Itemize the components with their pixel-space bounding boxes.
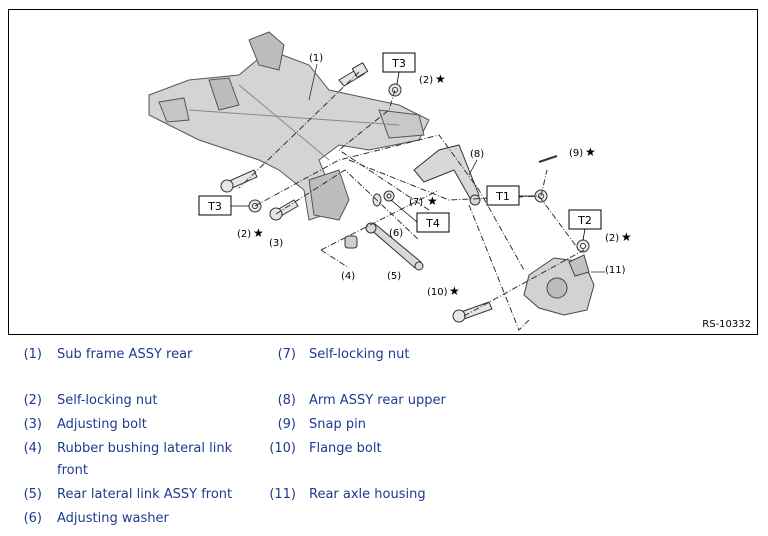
adjusting-bolt	[269, 199, 299, 221]
legend-number: (6)	[23, 511, 42, 526]
legend-number: (4)	[23, 441, 42, 456]
legend-text: Self-locking nut	[309, 347, 410, 362]
legend-text: Adjusting bolt	[57, 417, 147, 432]
sub-frame-assy-rear	[148, 31, 430, 221]
callout-6: (6)	[389, 228, 403, 239]
rubber-bushing	[344, 235, 358, 249]
assembly-lines	[238, 71, 585, 331]
torque-boxes	[198, 52, 602, 233]
callout-10: (10)	[427, 287, 448, 298]
legend-text: Self-locking nut	[57, 393, 158, 408]
star-icon: ★	[449, 284, 460, 298]
exploded-diagram: T3 T3 T1 T2 T4 (1) (2) (2) (2) (3) (4) (…	[8, 9, 758, 335]
legend-number: (8)	[277, 393, 296, 408]
torque-box-lines	[231, 71, 586, 241]
diagram-drawing: T3 T3 T1 T2 T4 (1) (2) (2) (2) (3) (4) (…	[148, 31, 632, 331]
callout-5: (5)	[387, 271, 401, 282]
star-icon: ★	[253, 226, 264, 240]
star-icon: ★	[621, 230, 632, 244]
callout-11: (11)	[605, 265, 626, 276]
legend-text: front	[57, 463, 88, 478]
legend-number: (5)	[23, 487, 42, 502]
nut-t2	[576, 239, 590, 253]
callout-3: (3)	[269, 238, 283, 249]
callout-2-top: (2)	[419, 75, 433, 86]
flange-bolt-left	[220, 169, 258, 193]
flange-bolt-10	[452, 301, 493, 323]
legend-number: (2)	[23, 393, 42, 408]
legend-text: Arm ASSY rear upper	[309, 393, 446, 408]
callout-1: (1)	[309, 53, 323, 64]
torque-label-t4: T4	[425, 217, 440, 230]
legend-number: (1)	[23, 347, 42, 362]
legend-text: Flange bolt	[309, 441, 382, 456]
legend-text: Rear lateral link ASSY front	[57, 487, 233, 502]
legend-number: (7)	[277, 347, 296, 362]
rear-axle-housing	[523, 254, 595, 316]
callout-4: (4)	[341, 271, 355, 282]
arm-assy-rear-upper	[413, 144, 481, 206]
legend-text: Sub frame ASSY rear	[57, 347, 193, 362]
legend-number: (9)	[277, 417, 296, 432]
legend-text: Adjusting washer	[57, 511, 169, 526]
legend-number: (10)	[269, 441, 296, 456]
bolt-top	[338, 61, 369, 87]
callout-8: (8)	[470, 149, 484, 160]
torque-label-t1: T1	[495, 190, 510, 203]
legend-number: (3)	[23, 417, 42, 432]
rear-lateral-link	[365, 222, 424, 271]
star-icon: ★	[427, 194, 438, 208]
star-icon: ★	[585, 145, 596, 159]
snap-pin	[538, 155, 558, 163]
callout-9: (9)	[569, 148, 583, 159]
legend-text: Rear axle housing	[309, 487, 426, 502]
torque-label-t3-left: T3	[207, 200, 222, 213]
callout-2-right: (2)	[605, 233, 619, 244]
legend-text: Snap pin	[309, 417, 366, 432]
figure-reference-code: RS-10332	[702, 319, 751, 330]
callout-2-left: (2)	[237, 229, 251, 240]
torque-label-t3-top: T3	[391, 57, 406, 70]
torque-label-t2: T2	[577, 214, 592, 227]
self-locking-nut-7	[383, 190, 395, 202]
parts-legend: (1) Sub frame ASSY rear (2) Self-locking…	[0, 340, 768, 536]
legend-number: (11)	[269, 487, 296, 502]
star-icon: ★	[435, 72, 446, 86]
callout-7: (7)	[409, 197, 423, 208]
leader-lines	[308, 63, 605, 273]
legend-text: Rubber bushing lateral link	[57, 441, 233, 456]
